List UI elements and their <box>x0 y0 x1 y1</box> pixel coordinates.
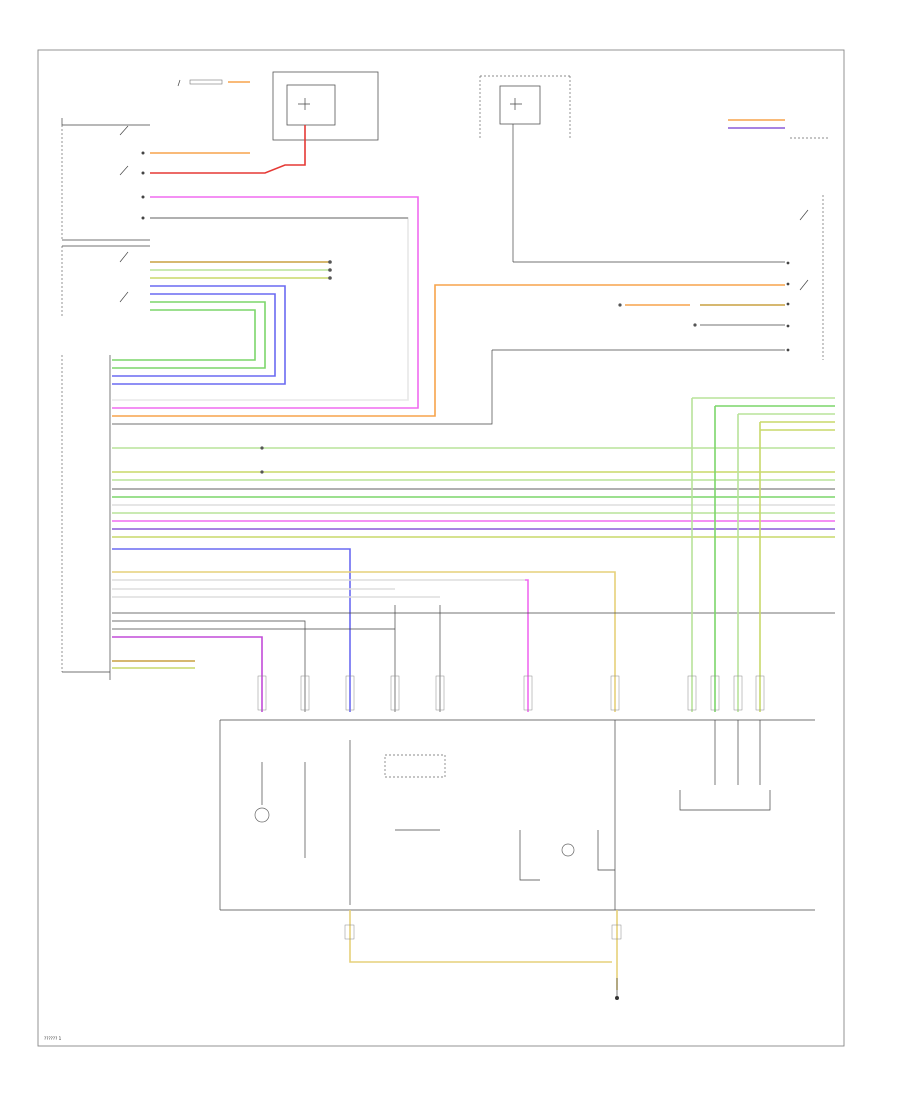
switch-panel-top-left <box>61 118 150 241</box>
fuse-box-1 <box>272 71 379 141</box>
upper-harness-wires <box>112 140 419 409</box>
connector-top-left <box>177 79 250 87</box>
fuse-box-2 <box>479 75 571 262</box>
connector-top-right <box>728 119 830 139</box>
ground-wires <box>344 910 622 1000</box>
page-border <box>37 49 845 1047</box>
page-ref: ?????? 1 <box>44 1036 62 1041</box>
wire-orange-long <box>112 284 785 417</box>
ground-point <box>615 996 619 1000</box>
switch-block-middle-left <box>61 245 332 385</box>
motor-symbol <box>561 843 575 857</box>
main-connector-left <box>61 355 111 680</box>
lamp-symbol <box>254 807 270 823</box>
switch-panel-right <box>786 195 824 360</box>
wire-grey-down <box>112 350 493 425</box>
lower-module <box>219 675 815 911</box>
connector-right-mid <box>618 303 785 327</box>
lower-bus-wires <box>112 571 835 712</box>
right-vertical-drops <box>691 397 835 712</box>
